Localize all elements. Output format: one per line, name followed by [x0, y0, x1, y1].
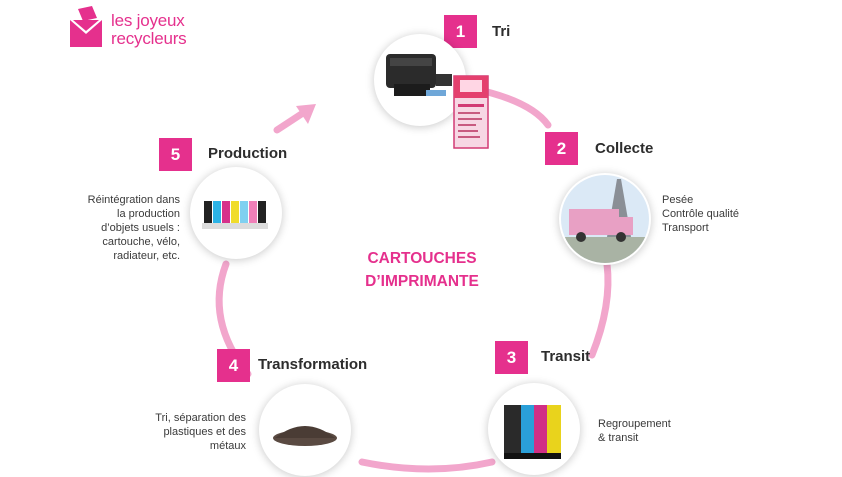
- step-3-desc-line: & transit: [598, 432, 639, 444]
- powder-pile-icon: [273, 426, 337, 446]
- stacked-cartridges-icon: [504, 405, 561, 459]
- step-2-image: [559, 173, 651, 265]
- step-4-title: Transformation: [258, 356, 368, 373]
- title-line-1: CARTOUCHES: [367, 250, 477, 267]
- step-2-badge: 2: [545, 132, 578, 165]
- step-3-description: Regroupement & transit: [598, 417, 671, 445]
- step-2-desc-line: Pesée: [662, 194, 694, 206]
- step-2-description: Pesée Contrôle qualité Transport: [662, 193, 739, 235]
- ink-cartridges-icon: [202, 201, 268, 229]
- step-2-title: Collecte: [595, 140, 654, 157]
- step-5-description: Réintégration dans la production d’objet…: [60, 193, 180, 263]
- step-5-image: [190, 167, 282, 259]
- step-5-title: Production: [208, 145, 288, 162]
- title-line-2: D’IMPRIMANTE: [365, 273, 479, 290]
- logo-line-2: recycleurs: [111, 29, 187, 48]
- step-1-title: Tri: [492, 23, 511, 40]
- logo-line-1: les joyeux: [111, 11, 185, 30]
- step-4-desc-line: plastiques et des: [163, 426, 246, 438]
- step-5-desc-line: cartouche, vélo,: [102, 236, 180, 248]
- step-5-desc-line: Réintégration dans: [87, 194, 180, 206]
- step-4-description: Tri, séparation des plastiques et des mé…: [130, 411, 246, 453]
- step-1-badge: 1: [444, 15, 477, 48]
- toner-cartridge-icon: [386, 54, 452, 96]
- truck-eiffel-tower-icon: [561, 175, 649, 263]
- step-5-desc-line: d’objets usuels :: [101, 222, 180, 234]
- step-3-image: [488, 383, 580, 475]
- logo-mark-icon: [70, 6, 102, 47]
- step-3-title: Transit: [541, 348, 591, 365]
- ink-refill-box-icon: [453, 75, 489, 149]
- step-4-image: [259, 384, 351, 476]
- brand-logo: les joyeux recycleurs: [68, 6, 187, 48]
- step-5-badge: 5: [159, 138, 192, 171]
- step-1-image: [374, 34, 466, 126]
- step-3-badge: 3: [495, 341, 528, 374]
- step-4-desc-line: métaux: [209, 440, 246, 452]
- step-3-desc-line: Regroupement: [598, 418, 671, 430]
- step-2-desc-line: Contrôle qualité: [662, 208, 740, 220]
- arrow-head-icon: [296, 104, 316, 124]
- step-4-badge: 4: [217, 349, 250, 382]
- step-4-desc-line: Tri, séparation des: [155, 412, 246, 424]
- step-5-desc-line: radiateur, etc.: [113, 250, 180, 262]
- diagram-title: CARTOUCHES D’IMPRIMANTE: [322, 247, 522, 293]
- step-2-desc-line: Transport: [662, 222, 709, 234]
- step-5-desc-line: la production: [117, 208, 180, 220]
